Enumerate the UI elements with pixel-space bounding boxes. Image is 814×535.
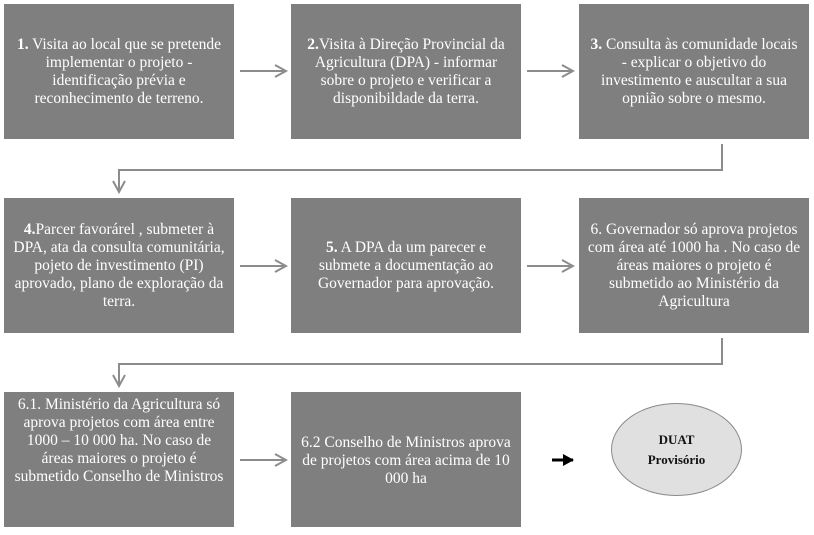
- arrow-3-4: [119, 144, 723, 192]
- step-2-box: 2.Visita à Direção Provincial da Agricul…: [291, 4, 521, 139]
- duat-result-ellipse: DUAT Provisório: [611, 403, 742, 496]
- step-6-2-text: 6.2 Conselho de Ministros aprova de proj…: [301, 434, 511, 487]
- step-6-1-box: 6.1. Ministério da Agricultura só aprova…: [4, 392, 234, 527]
- arrow-6-61: [119, 338, 723, 386]
- step-3-box: 3. Consulta às comunidade locais - expli…: [579, 4, 809, 139]
- step-5-number: 5.: [326, 238, 338, 256]
- duat-label: DUAT: [658, 431, 695, 447]
- step-6-text: 6. Governador só aprova projetos com áre…: [587, 220, 801, 310]
- step-6-1-text: 6.1. Ministério da Agricultura só aprova…: [14, 396, 224, 485]
- step-2-number: 2.: [307, 35, 319, 53]
- step-2-text: Visita à Direção Provincial da Agricultu…: [314, 35, 505, 107]
- step-3-text: Consulta às comunidade locais - explicar…: [601, 35, 798, 107]
- step-5-text: A DPA da um parecer e submete a document…: [317, 238, 494, 292]
- step-4-number: 4.: [23, 220, 36, 238]
- provisorio-label: Provisório: [647, 451, 706, 467]
- step-4-box: 4.Parcer favorárel , submeter à DPA, ata…: [4, 198, 234, 333]
- step-4-text: Parcer favorárel , submeter à DPA, ata d…: [13, 220, 225, 310]
- step-5-box: 5. A DPA da um parecer e submete a docum…: [291, 198, 521, 333]
- step-1-number: 1.: [16, 35, 29, 53]
- step-6-box: 6. Governador só aprova projetos com áre…: [579, 198, 809, 333]
- step-6-2-box: 6.2 Conselho de Ministros aprova de proj…: [291, 392, 521, 527]
- step-1-text: Visita ao local que se pretende implemen…: [28, 35, 222, 107]
- step-1-box: 1. Visita ao local que se pretende imple…: [4, 4, 234, 139]
- step-3-number: 3.: [590, 35, 603, 53]
